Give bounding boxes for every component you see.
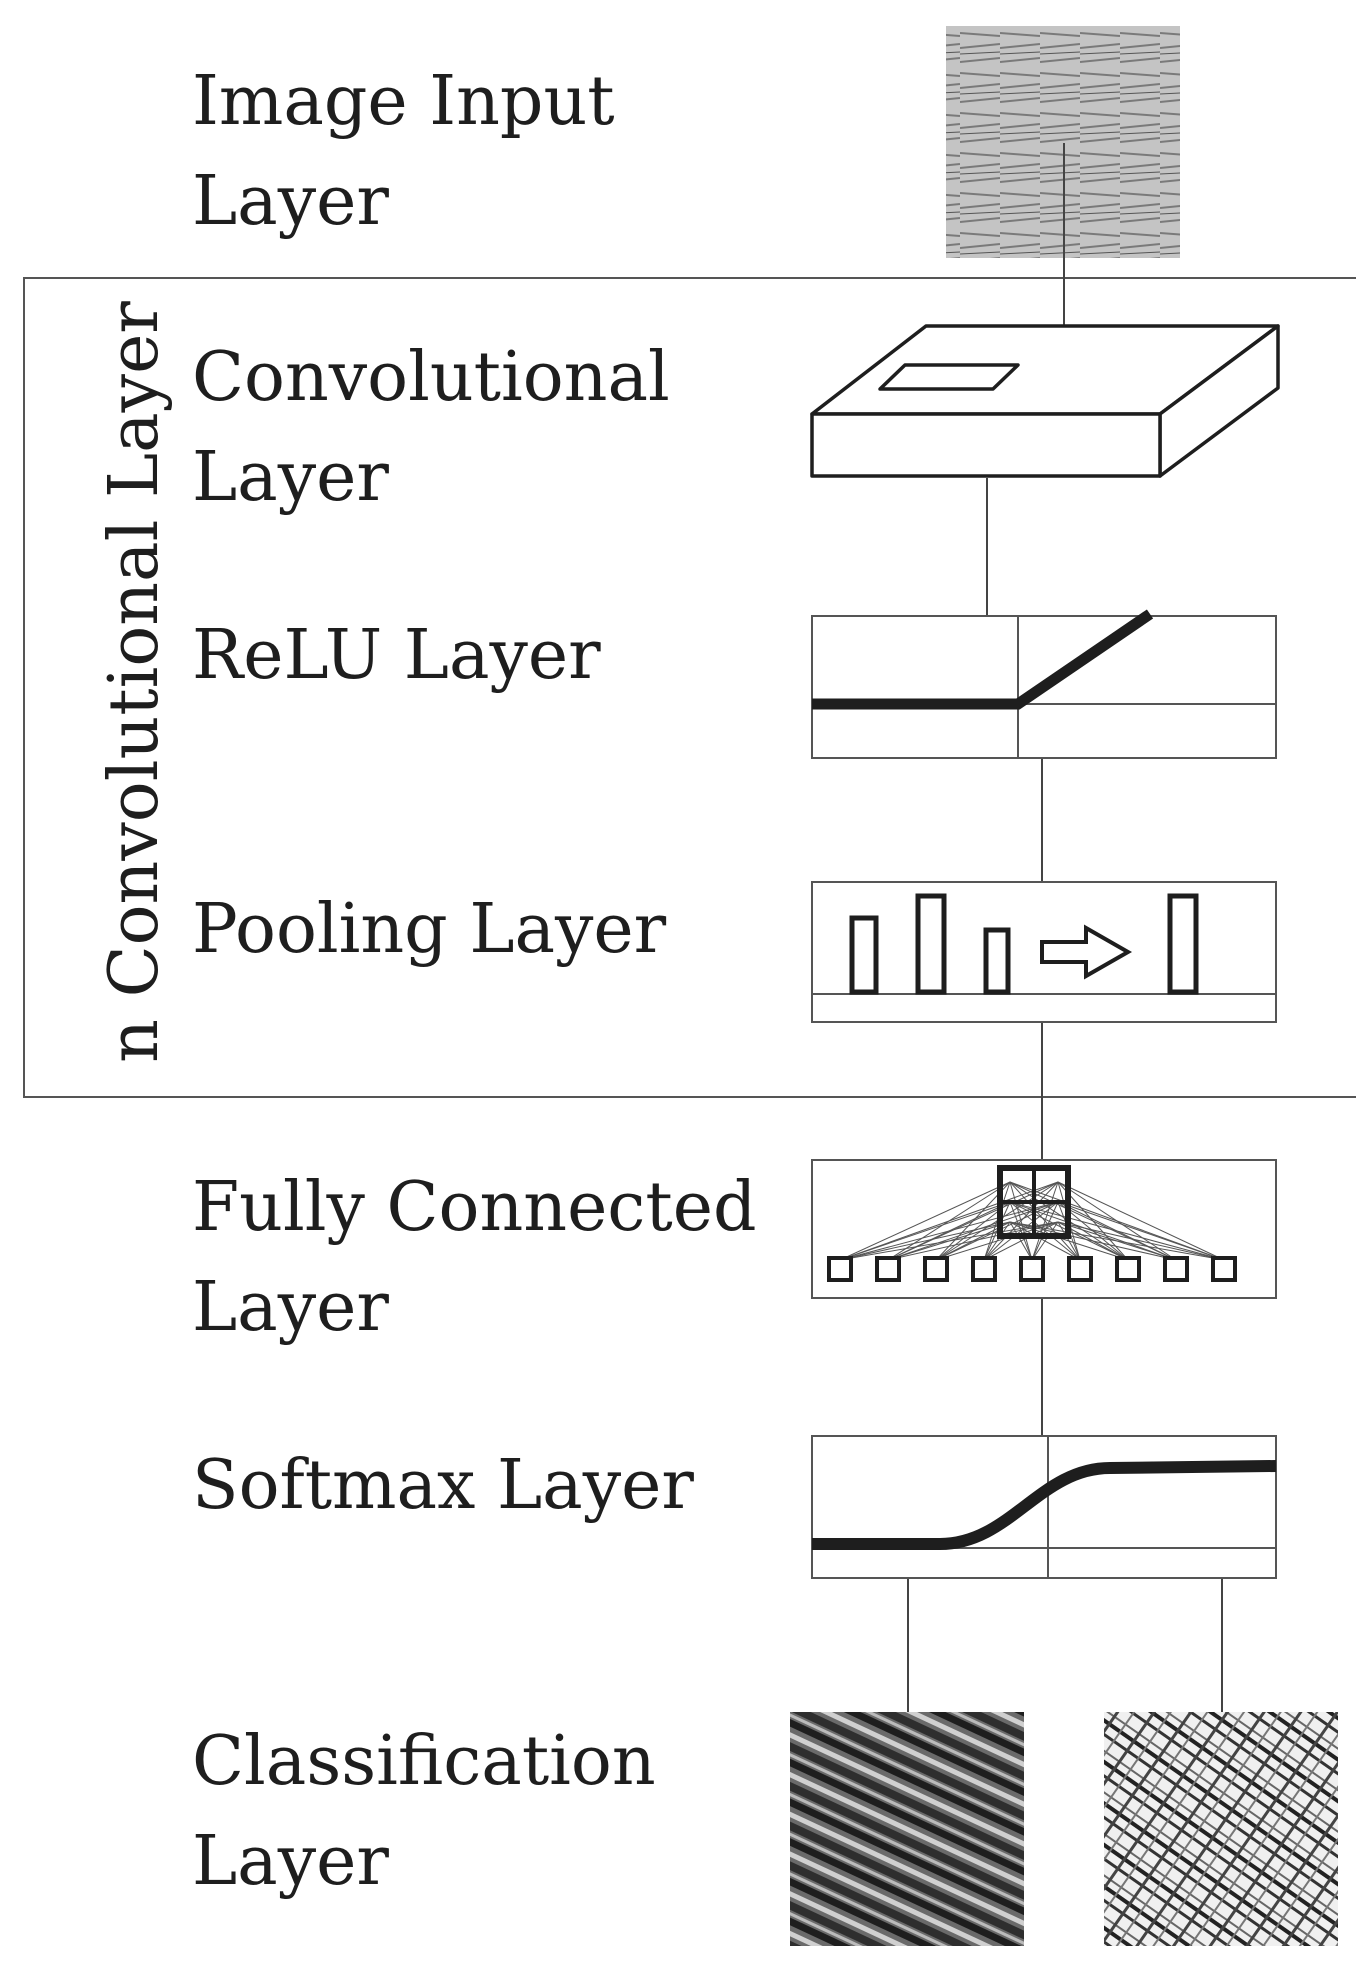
relu-graph [811,609,1277,759]
fc-node [1115,1256,1141,1282]
fc-node [1211,1256,1237,1282]
fc-node [1067,1256,1093,1282]
pooling-layer-label: Pooling Layer [192,890,667,969]
fc-node [1019,1256,1045,1282]
convolutional-block [810,324,1280,478]
fc-node [875,1256,901,1282]
softmax-layer-label: Softmax Layer [192,1446,694,1525]
classification-layer-label: Classification Layer [192,1722,656,1901]
fc-node [971,1256,997,1282]
convolutional-layer-label: Convolutional Layer [192,338,670,517]
fc-node [827,1256,853,1282]
fully-connected-layer-label: Fully Connected Layer [192,1168,757,1347]
softmax-graph [811,1435,1277,1579]
output-image-dark [790,1712,1024,1946]
image-input-layer-label: Image Input Layer [192,62,615,241]
fully-connected-graph [811,1159,1277,1299]
output-image-crosshatch [1104,1712,1338,1946]
pooling-graph [811,881,1277,1023]
convolutional-group-frame [23,277,1356,1098]
fc-node [1163,1256,1189,1282]
relu-layer-label: ReLU Layer [192,616,601,695]
fc-node [923,1256,949,1282]
